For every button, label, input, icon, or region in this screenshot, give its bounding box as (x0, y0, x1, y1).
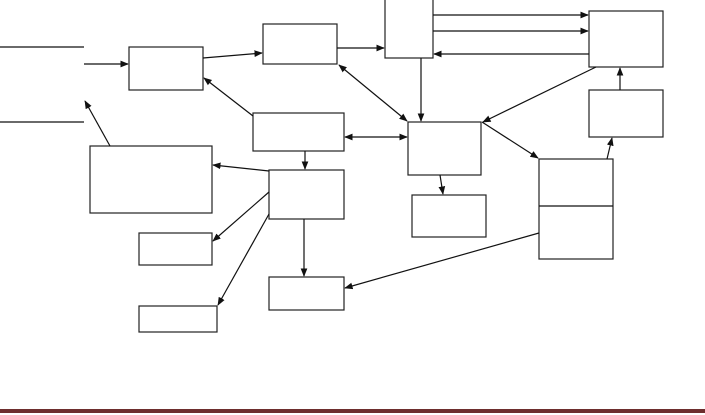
arrow-k-to-left (84, 100, 111, 147)
arrow-d-to-e (482, 66, 597, 123)
footer-bar (0, 409, 705, 413)
box-e (407, 121, 482, 176)
box-n (268, 276, 345, 311)
box-g (538, 158, 614, 260)
box-f (588, 89, 664, 138)
arrow-b-e-bidirectional (338, 64, 408, 122)
arrow-g-to-f (606, 137, 614, 160)
box-l (138, 232, 213, 266)
box-j (268, 169, 345, 220)
box-i (252, 112, 345, 152)
arrow-j-to-m (217, 213, 270, 306)
arrow-j-to-k (212, 162, 270, 172)
arrow-e-to-h (438, 174, 446, 195)
box-h (411, 194, 487, 238)
box-m (138, 305, 218, 333)
arrow-i-to-a (203, 77, 254, 117)
box-k (89, 145, 213, 214)
box-a (128, 46, 204, 91)
box-b (262, 23, 338, 65)
box-c (384, 0, 434, 59)
arrow-g-to-n (344, 232, 540, 290)
arrow-j-to-l (212, 191, 270, 242)
arrow-a-to-b (202, 50, 263, 59)
arrow-e-to-g (481, 121, 539, 159)
box-d (588, 10, 664, 68)
